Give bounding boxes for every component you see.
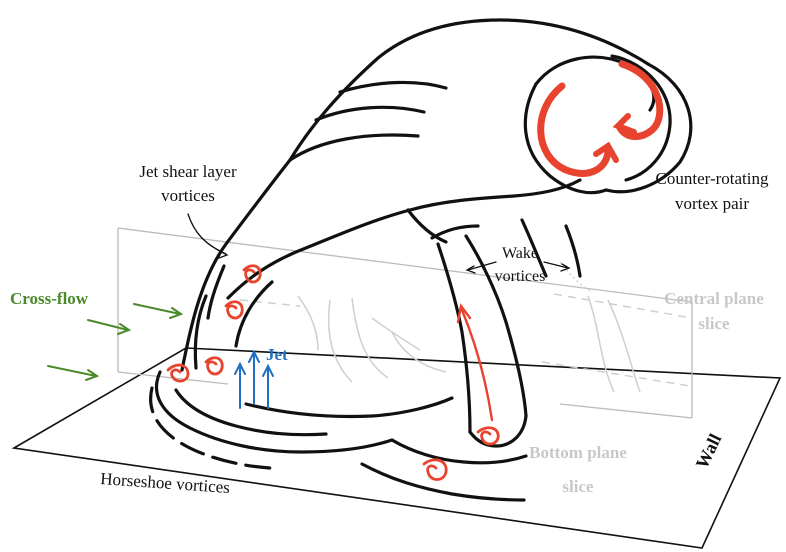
horseshoe-vortex-spiral xyxy=(424,460,446,480)
cross-flow-arrows xyxy=(48,304,181,380)
bottom-plane-label-line2: slice xyxy=(562,477,594,496)
wake-label-line1: Wake xyxy=(502,245,538,262)
wall-label: Wall xyxy=(692,431,726,472)
cross-flow-label: Cross-flow xyxy=(10,289,89,308)
central-plane-label-line1: Central plane xyxy=(664,289,764,308)
jet-shear-label-line1: Jet shear layer xyxy=(139,162,237,181)
shear-vortex-spiral xyxy=(206,358,222,374)
horseshoe-label: Horseshoe vortices xyxy=(100,469,231,497)
leader-arrows xyxy=(188,214,569,273)
wall-plane xyxy=(14,348,780,548)
counter-rotating-label-line1: Counter-rotating xyxy=(656,169,769,188)
counter-rotating-label-line2: vortex pair xyxy=(675,194,749,213)
central-plane-label-line2: slice xyxy=(698,314,730,333)
wake-label-line2: vortices xyxy=(495,268,546,285)
red-vortex-markers xyxy=(168,64,660,480)
jet-shear-label-line2: vortices xyxy=(161,186,215,205)
counter-rotating-arrow-left xyxy=(541,86,608,173)
jet-shear-leader xyxy=(188,214,226,254)
shear-vortex-spiral xyxy=(226,302,242,318)
bottom-plane-label-line1: Bottom plane xyxy=(529,443,627,462)
central-plane-slice xyxy=(118,228,692,418)
jet-label: Jet xyxy=(266,345,288,364)
